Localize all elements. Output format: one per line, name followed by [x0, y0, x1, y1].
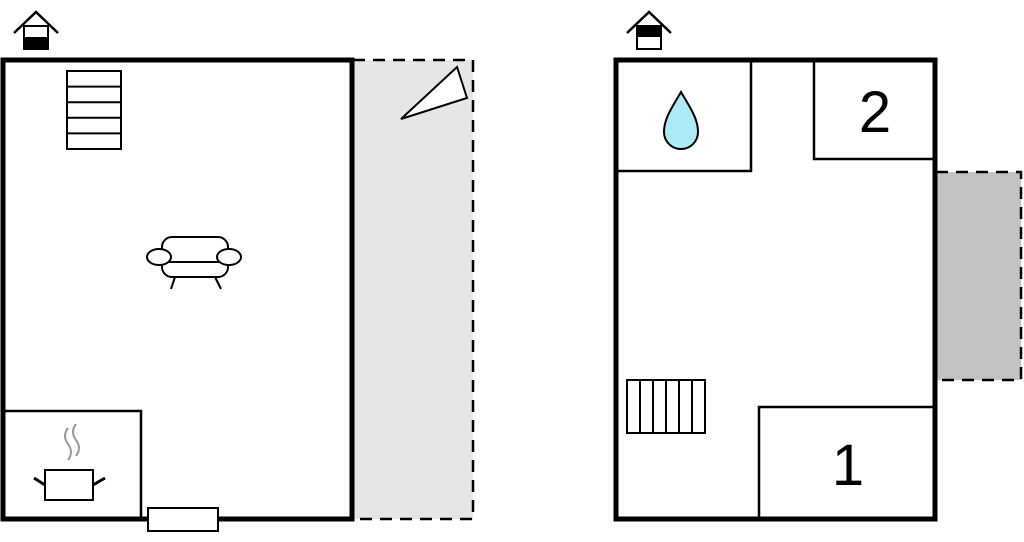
upper-floor-outer-wall: [613, 57, 938, 522]
house-upper-floor-icon: [626, 10, 672, 50]
stairs-icon: [626, 379, 706, 434]
ground-floor-plan: [0, 10, 475, 532]
sunbed-icon: [400, 65, 469, 120]
bedroom-1-label: 1: [832, 433, 864, 498]
terrace: [351, 58, 475, 521]
cooking-pot-icon: [33, 423, 106, 501]
upper-floor-plan: 2 1: [613, 10, 1023, 522]
house-ground-floor-icon: [13, 10, 59, 50]
bedroom-1: [757, 405, 935, 519]
stairs-icon: [66, 70, 122, 150]
bedroom-2-label: 2: [859, 80, 891, 145]
armchair-icon: [146, 236, 242, 290]
balcony: [934, 170, 1023, 382]
window-icon: [147, 507, 219, 532]
ground-floor-outer-wall: [0, 57, 355, 522]
water-drop-icon: [662, 89, 700, 150]
bathroom-room: [616, 60, 753, 173]
kitchen-room: [3, 409, 143, 519]
bedroom-2: [812, 60, 935, 161]
